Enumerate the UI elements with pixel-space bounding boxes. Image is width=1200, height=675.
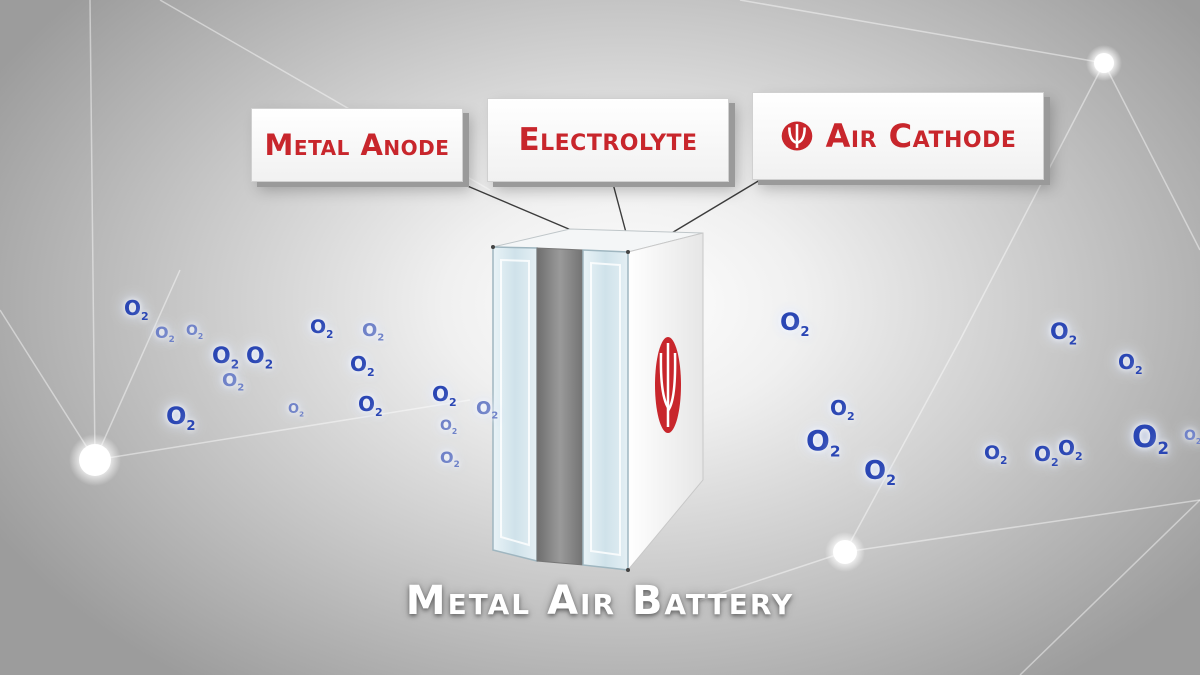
oxygen-molecule-icon: O2 bbox=[1184, 428, 1200, 446]
label-connectors bbox=[457, 179, 761, 241]
oxygen-molecule-icon: O2 bbox=[1050, 320, 1078, 348]
oxygen-molecule-icon: O2 bbox=[186, 323, 204, 341]
air-cathode-text: Air Cathode bbox=[825, 117, 1017, 155]
oxygen-molecule-icon: O2 bbox=[432, 382, 457, 409]
oxygen-molecule-icon: O2 bbox=[358, 392, 383, 419]
metal-anode-label: Metal Anode bbox=[251, 108, 463, 182]
oxygen-molecule-icon: O2 bbox=[222, 370, 245, 394]
oxygen-molecule-icon: O2 bbox=[288, 402, 305, 419]
oxygen-molecule-icon: O2 bbox=[155, 323, 175, 346]
electrolyte-label: Electrolyte bbox=[487, 98, 729, 182]
brand-logo-icon bbox=[781, 121, 812, 151]
oxygen-molecule-icon: O2 bbox=[864, 456, 897, 490]
oxygen-molecule-icon: O2 bbox=[1058, 436, 1083, 463]
oxygen-molecule-icon: O2 bbox=[310, 316, 334, 341]
oxygen-molecule-icon: O2 bbox=[780, 308, 810, 340]
glow-node-icon bbox=[1086, 45, 1122, 81]
oxygen-molecule-icon: O2 bbox=[1132, 420, 1169, 458]
battery-cell-icon bbox=[491, 228, 704, 572]
oxygen-molecule-icon: O2 bbox=[806, 424, 841, 461]
battery-logo-icon bbox=[655, 337, 681, 433]
oxygen-molecule-icon: O2 bbox=[350, 352, 375, 379]
oxygen-molecule-icon: O2 bbox=[440, 418, 458, 436]
oxygen-molecule-icon: O2 bbox=[984, 442, 1008, 467]
oxygen-molecule-icon: O2 bbox=[830, 396, 855, 423]
oxygen-molecule-icon: O2 bbox=[362, 320, 385, 344]
oxygen-molecule-icon: O2 bbox=[1034, 442, 1059, 469]
oxygen-molecule-icon: O2 bbox=[212, 344, 240, 372]
oxygen-molecule-icon: O2 bbox=[124, 296, 149, 323]
electrolyte-text: Electrolyte bbox=[518, 122, 698, 158]
oxygen-molecule-icon: O2 bbox=[476, 398, 499, 422]
glow-node-icon bbox=[825, 532, 865, 572]
oxygen-molecule-icon: O2 bbox=[440, 448, 460, 471]
diagram-title: Metal Air Battery bbox=[405, 578, 795, 624]
oxygen-molecule-icon: O2 bbox=[246, 344, 274, 372]
air-cathode-label: Air Cathode bbox=[752, 92, 1044, 180]
oxygen-molecule-icon: O2 bbox=[1118, 350, 1143, 377]
metal-anode-text: Metal Anode bbox=[264, 128, 450, 162]
oxygen-molecule-icon: O2 bbox=[166, 402, 196, 434]
glow-node-icon bbox=[69, 434, 121, 486]
